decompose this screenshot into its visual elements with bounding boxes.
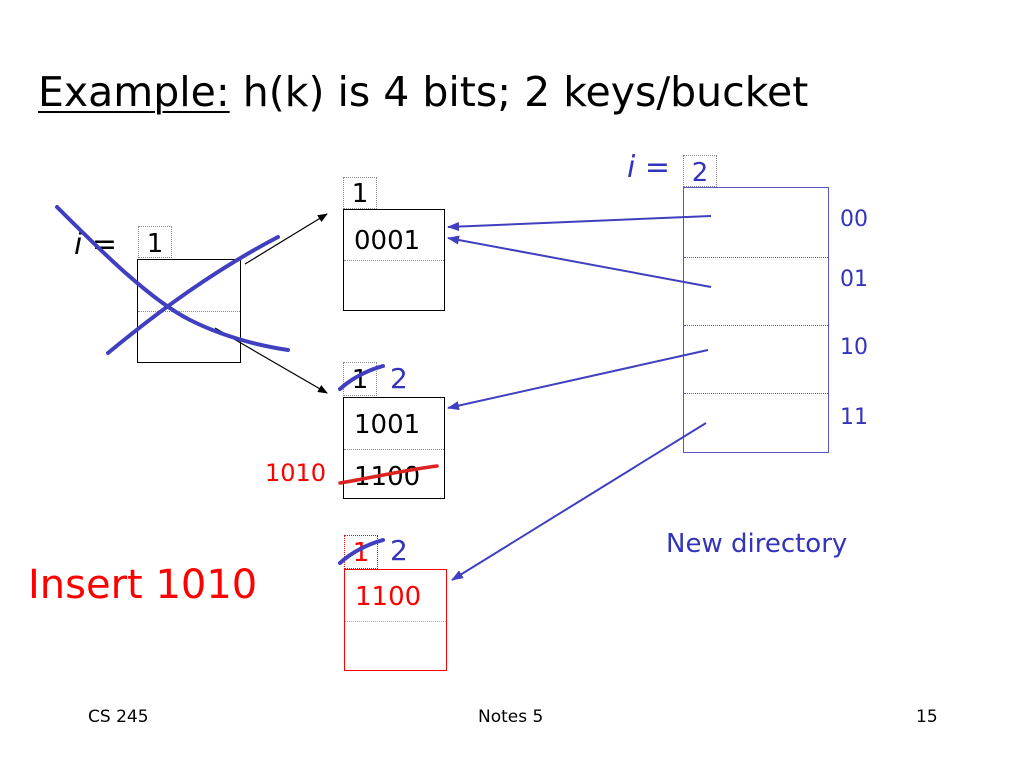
- dir-label-11: 11: [840, 405, 868, 430]
- old-directory-cell-1: [138, 311, 240, 362]
- bucket-b: 1001 1100: [343, 397, 445, 499]
- footer-page-number: 15: [916, 707, 938, 727]
- new-i-equals: =: [635, 150, 671, 185]
- insert-label: Insert 1010: [28, 562, 258, 608]
- new-i-label: i =: [627, 153, 670, 183]
- new-directory-caption: New directory: [666, 529, 848, 559]
- bucket-a: 0001: [343, 209, 445, 311]
- slide-title: Example: h(k) is 4 bits; 2 keys/bucket: [38, 72, 808, 113]
- dir-pointer-10-arrow: [447, 349, 709, 410]
- new-directory-cell-10: [684, 325, 828, 393]
- bucket-c-local-depth-new: 2: [390, 534, 408, 567]
- bucket-c-local-depth-old: 1: [344, 535, 378, 569]
- dir-pointer-01-arrow: [447, 235, 712, 288]
- old-i-equals: =: [82, 227, 118, 262]
- old-directory: [137, 259, 241, 363]
- dir-label-01: 01: [840, 267, 868, 292]
- bucket-b-local-depth-old: 1: [343, 362, 377, 396]
- bucket-a-key-1: [344, 260, 444, 310]
- bucket-b-local-depth-new: 2: [390, 362, 408, 395]
- bucket-c-key-1: [345, 621, 446, 672]
- dir-label-00: 00: [840, 207, 868, 232]
- new-directory-cell-11: [684, 393, 828, 452]
- bucket-c-key-0: 1100: [355, 582, 422, 612]
- bucket-b-key-1: 1100: [344, 449, 444, 500]
- dir-pointer-00-arrow: [447, 215, 712, 232]
- new-i-symbol: i: [627, 150, 636, 185]
- new-directory: [683, 187, 829, 453]
- old-global-depth: 1: [138, 226, 172, 258]
- new-global-depth: 2: [683, 155, 717, 187]
- footer-course: CS 245: [88, 707, 149, 727]
- new-directory-cell-00: [684, 188, 828, 257]
- bucket-b-key-0: 1001: [354, 410, 421, 440]
- new-directory-cell-01: [684, 257, 828, 325]
- footer-notes: Notes 5: [478, 707, 544, 727]
- bucket-a-local-depth: 1: [343, 177, 377, 209]
- title-example: Example:: [38, 68, 230, 116]
- inserted-key-label: 1010: [265, 459, 327, 487]
- bucket-a-key-0: 0001: [354, 226, 421, 256]
- bucket-c: 1100: [344, 569, 447, 671]
- old-directory-cell-0: [138, 260, 240, 311]
- title-text: h(k) is 4 bits; 2 keys/bucket: [229, 68, 809, 116]
- old-i-label: i =: [74, 230, 117, 260]
- old-pointer-0-arrow: [244, 213, 328, 265]
- dir-label-10: 10: [840, 335, 868, 360]
